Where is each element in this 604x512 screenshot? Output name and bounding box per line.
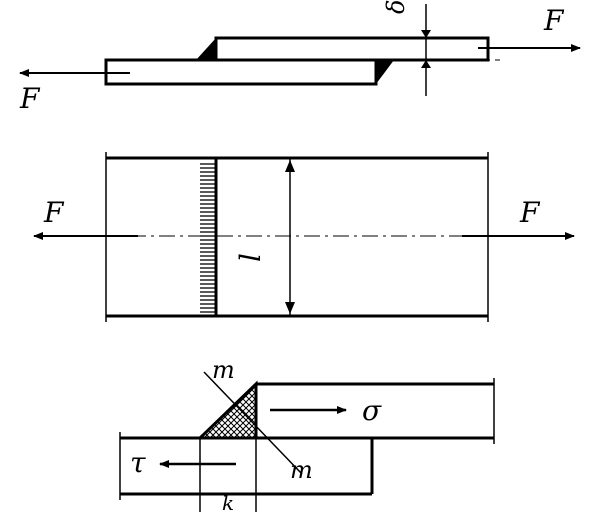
lower-plate: [104, 58, 378, 86]
thickness-arrow-top: [421, 30, 431, 38]
thickness-label: δ: [382, 0, 410, 14]
weld-right: [376, 60, 394, 84]
force-label-left-top: F: [19, 82, 41, 115]
normal-stress-label: σ: [362, 394, 382, 427]
weld-seam-hatching: [200, 163, 216, 313]
force-label-right-mid: F: [519, 196, 541, 229]
force-label-left-mid: F: [43, 196, 65, 229]
plan-view: F F l: [33, 152, 575, 322]
weld-left: [196, 38, 216, 60]
detail-view: m m σ τ k: [119, 356, 495, 512]
section-line-m-m: [203, 371, 303, 475]
thickness-arrow-bottom: [421, 60, 431, 68]
length-arrow-top: [285, 160, 295, 172]
section-label-lower: m: [290, 456, 313, 484]
force-label-right-top: F: [543, 4, 565, 37]
leg-size-label: k: [222, 491, 234, 512]
shear-stress-label: τ: [130, 446, 146, 479]
length-arrow-bottom: [285, 302, 295, 314]
detail-fillet-weld: [196, 380, 258, 440]
section-label-upper: m: [212, 356, 235, 384]
length-label: l: [234, 253, 267, 262]
upper-plate: [214, 36, 490, 62]
side-view: F F δ: [19, 0, 581, 115]
